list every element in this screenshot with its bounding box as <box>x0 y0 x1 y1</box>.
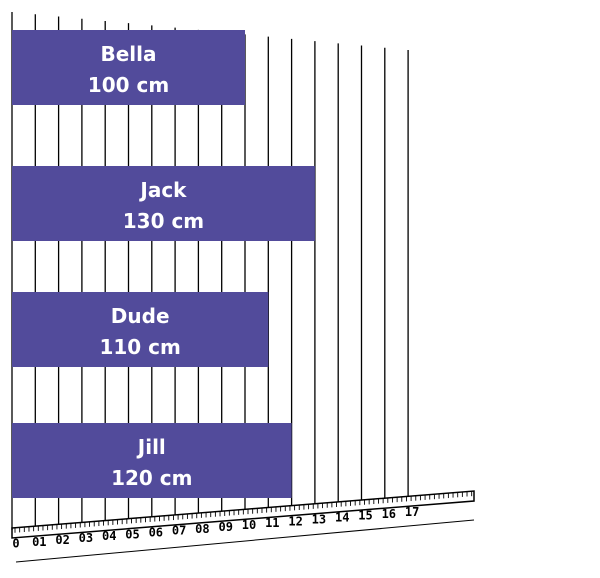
tick-label: 09 <box>218 520 232 534</box>
bar-bella <box>12 30 245 105</box>
tick-label: 02 <box>55 533 69 547</box>
bar-label-value: 100 cm <box>88 73 169 97</box>
tick-label: 11 <box>265 516 279 530</box>
tick-label: 01 <box>32 535 46 549</box>
tick-label: 10 <box>242 518 256 532</box>
bars: Bella 100 cm Jack 130 cm Dude 110 cm Jill 120 c… <box>12 30 315 498</box>
tick-label: 08 <box>195 522 209 536</box>
tick-label: 05 <box>125 527 139 541</box>
ruler <box>11 490 475 563</box>
bar-group-dude: Dude 110 cm <box>12 292 269 367</box>
bar-jill <box>12 423 292 498</box>
tick-label: 03 <box>79 531 93 545</box>
bar-label-value: 130 cm <box>123 209 204 233</box>
bar-group-jill: Jill 120 cm <box>12 423 292 498</box>
bar-label-value: 120 cm <box>111 466 192 490</box>
bar-jack <box>12 166 315 241</box>
tick-label: 15 <box>358 509 372 523</box>
bar-group-bella: Bella 100 cm <box>12 30 245 105</box>
ruler-body <box>11 490 475 539</box>
tick-label: 12 <box>288 514 302 528</box>
tick-label: 06 <box>149 525 163 539</box>
bar-label-name: Jill <box>136 435 166 459</box>
tick-label: 07 <box>172 524 186 538</box>
tick-label: 17 <box>405 505 419 519</box>
bar-dude <box>12 292 269 367</box>
tick-labels: 0 01 02 03 04 05 06 07 08 09 10 11 12 13 14 15 16 17 <box>12 505 419 551</box>
bar-label-name: Dude <box>111 304 170 328</box>
bar-label-name: Jack <box>138 178 187 202</box>
tick-label: 0 <box>12 537 19 551</box>
bar-label-name: Bella <box>100 42 156 66</box>
tick-label: 16 <box>382 507 396 521</box>
tick-label: 14 <box>335 511 349 525</box>
tick-label: 04 <box>102 529 116 543</box>
bar-label-value: 110 cm <box>99 335 180 359</box>
ruler-edge <box>15 519 475 563</box>
bar-group-jack: Jack 130 cm <box>12 166 315 241</box>
tick-label: 13 <box>312 512 326 526</box>
